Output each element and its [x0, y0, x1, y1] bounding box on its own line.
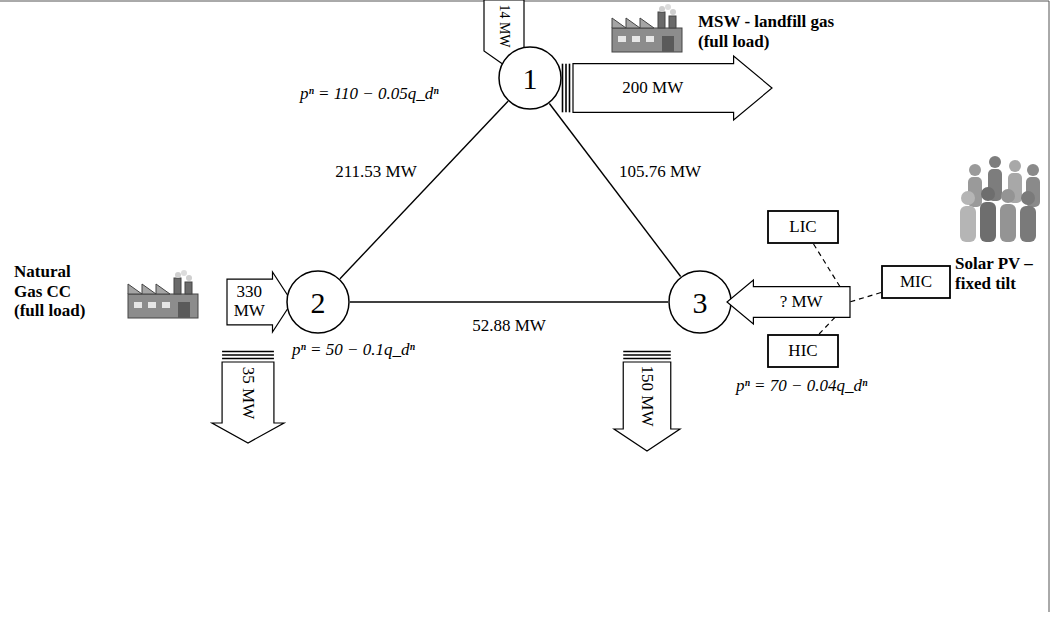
- node-text: 1: [493, 62, 567, 95]
- transmission-line: [549, 103, 680, 276]
- power-arrow: 330 MW: [227, 272, 292, 332]
- category-box: LIC: [767, 210, 839, 244]
- load-arrow: 35 MW: [212, 350, 284, 443]
- bus-node: 1: [493, 46, 567, 110]
- node-text: 200 MW: [573, 79, 734, 98]
- node-text: MIC: [881, 273, 951, 292]
- load-arrow: 150 MW: [614, 350, 680, 451]
- frame-line: [0, 1, 1049, 612]
- price-formula: pⁿ = 110 − 0.05q_dⁿ: [300, 84, 439, 104]
- factory-icon: [128, 270, 198, 318]
- node-text: HIC: [767, 342, 839, 361]
- node-text: 330 MW: [227, 283, 273, 320]
- dashed-connector: [850, 293, 882, 302]
- source-label: MSW - landfill gas (full load): [698, 12, 838, 51]
- people-icon: [960, 156, 1040, 242]
- node-text: 14 MW: [496, 4, 511, 47]
- node-text: 150 MW: [638, 365, 657, 426]
- bus-node: 2: [281, 270, 355, 334]
- transmission-line: [340, 101, 508, 279]
- node-text: 2: [281, 286, 355, 319]
- load-arrow: 200 MW: [561, 56, 772, 120]
- category-box: MIC: [881, 265, 951, 299]
- price-formula: pⁿ = 70 − 0.04q_dⁿ: [736, 376, 867, 396]
- node-text: 35 MW: [239, 366, 258, 418]
- price-formula: pⁿ = 50 − 0.1q_dⁿ: [292, 340, 415, 360]
- node-text: LIC: [767, 218, 839, 237]
- category-box: HIC: [767, 334, 839, 368]
- flow-label: 105.76 MW: [616, 162, 704, 182]
- transmission-line: [350, 301, 668, 302]
- flow-label: 52.88 MW: [469, 316, 549, 336]
- node-text: ? MW: [753, 293, 850, 312]
- power-arrow: ? MW: [727, 280, 850, 324]
- flow-label: 211.53 MW: [332, 162, 420, 182]
- source-label: Solar PV – fixed tilt: [955, 254, 1035, 293]
- source-label: Natural Gas CC (full load): [14, 262, 86, 321]
- factory-icon: [612, 4, 682, 52]
